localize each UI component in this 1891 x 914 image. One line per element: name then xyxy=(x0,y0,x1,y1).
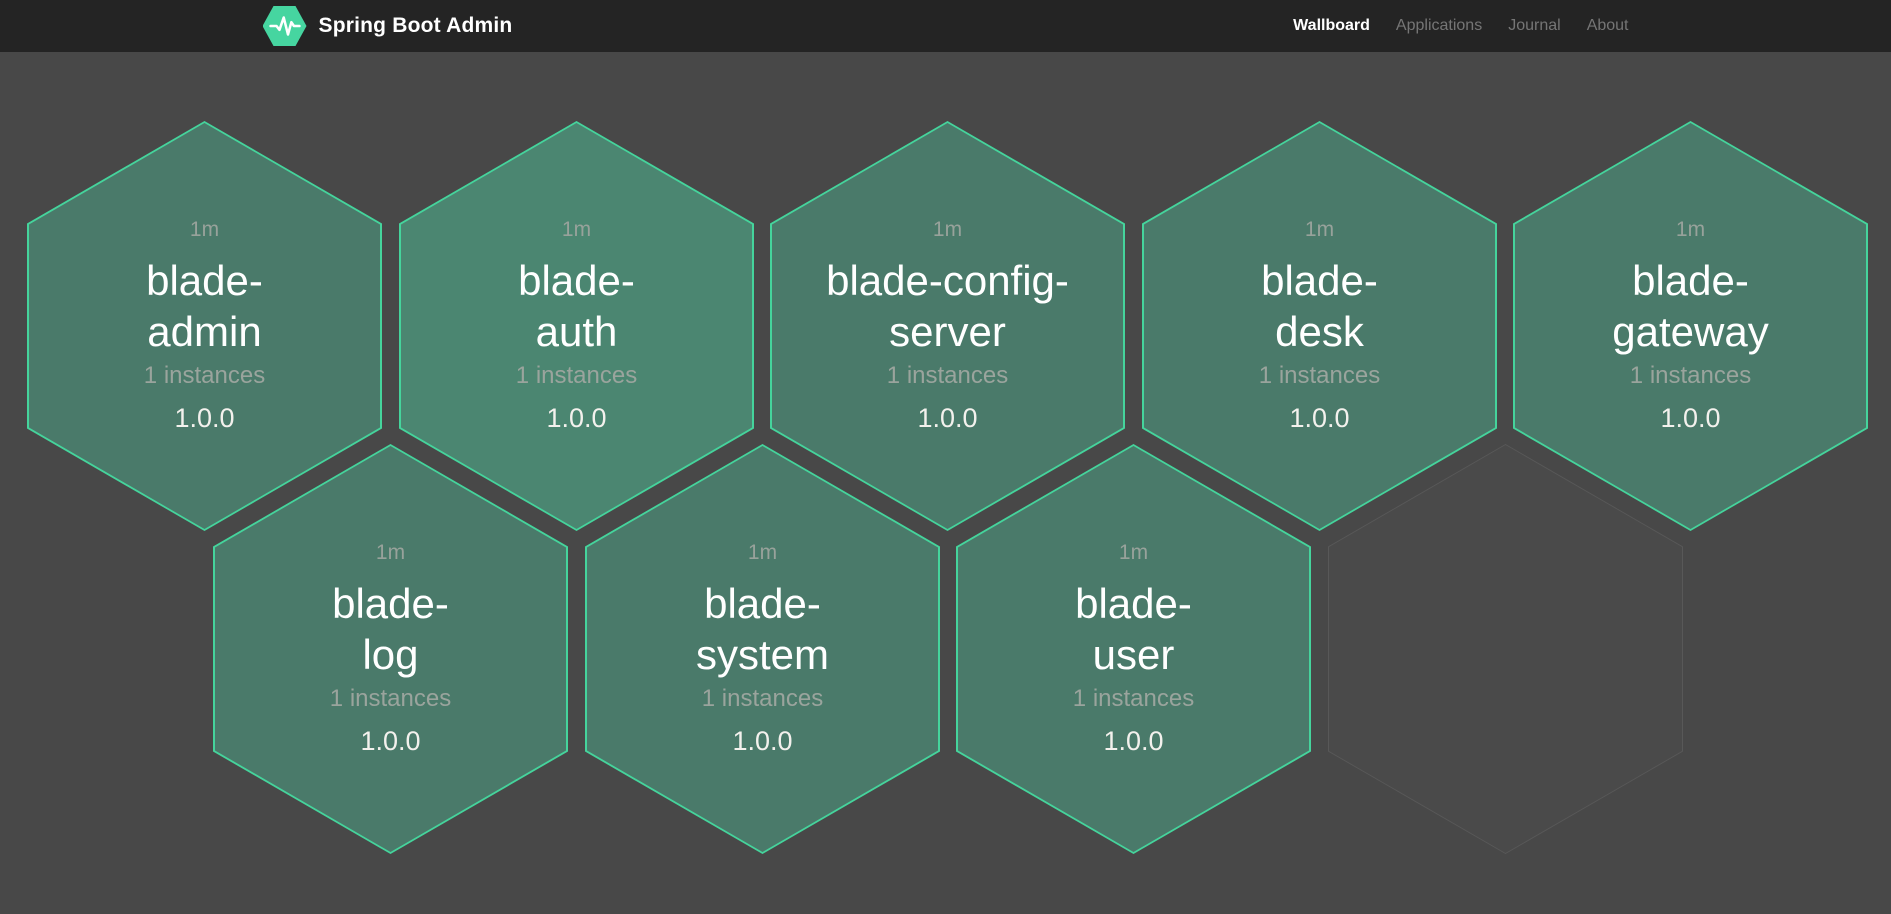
app-hexagon-blade-user[interactable]: 1m blade- user 1 instances 1.0.0 xyxy=(956,444,1311,854)
brand-link[interactable]: Spring Boot Admin xyxy=(262,6,513,46)
app-version: 1.0.0 xyxy=(1103,726,1164,756)
app-name-line: desk xyxy=(1275,308,1364,355)
app-uptime: 1m xyxy=(375,541,406,564)
app-uptime: 1m xyxy=(932,218,963,241)
app-name-line: blade- xyxy=(704,580,821,627)
app-instances: 1 instances xyxy=(143,362,266,389)
app-name-line: server xyxy=(889,308,1006,355)
nav-item-about[interactable]: About xyxy=(1586,17,1629,34)
app-instances: 1 instances xyxy=(1629,362,1752,389)
nav-item-applications[interactable]: Applications xyxy=(1395,17,1483,34)
top-navbar: Spring Boot Admin Wallboard Applications… xyxy=(0,0,1891,52)
app-name-line: blade- xyxy=(332,580,449,627)
brand-title: Spring Boot Admin xyxy=(318,14,513,37)
app-name-line: blade- xyxy=(1632,257,1749,304)
app-name-line: log xyxy=(362,631,419,678)
app-name-line: user xyxy=(1092,631,1175,678)
app-uptime: 1m xyxy=(189,218,220,241)
app-uptime: 1m xyxy=(561,218,592,241)
nav-menu: Wallboard Applications Journal About xyxy=(1293,17,1628,35)
app-name-line: blade- xyxy=(518,257,635,304)
wallboard: 1m blade- admin 1 instances 1.0.0 1m bla… xyxy=(0,52,1891,914)
app-name-line: gateway xyxy=(1612,308,1769,355)
app-uptime: 1m xyxy=(1118,541,1149,564)
app-version: 1.0.0 xyxy=(1660,403,1721,433)
app-name-line: auth xyxy=(535,308,618,355)
app-hexagon-blade-gateway[interactable]: 1m blade- gateway 1 instances 1.0.0 xyxy=(1513,121,1868,531)
app-hexagon-blade-log[interactable]: 1m blade- log 1 instances 1.0.0 xyxy=(213,444,568,854)
nav-item-wallboard[interactable]: Wallboard xyxy=(1293,17,1370,34)
app-hexagon-blade-config-server[interactable]: 1m blade-config- server 1 instances 1.0.… xyxy=(770,121,1125,531)
app-name-line: blade-config- xyxy=(826,257,1069,304)
app-hexagon-blade-system[interactable]: 1m blade- system 1 instances 1.0.0 xyxy=(585,444,940,854)
app-instances: 1 instances xyxy=(1072,685,1195,712)
empty-hexagon-placeholder xyxy=(1328,444,1683,854)
app-version: 1.0.0 xyxy=(360,726,421,756)
app-version: 1.0.0 xyxy=(546,403,607,433)
app-hexagon-blade-admin[interactable]: 1m blade- admin 1 instances 1.0.0 xyxy=(27,121,382,531)
spring-boot-admin-logo-icon xyxy=(262,6,307,46)
app-instances: 1 instances xyxy=(515,362,638,389)
app-hexagon-blade-auth[interactable]: 1m blade- auth 1 instances 1.0.0 xyxy=(399,121,754,531)
app-name-line: blade- xyxy=(1075,580,1192,627)
app-uptime: 1m xyxy=(1675,218,1706,241)
navbar-container: Spring Boot Admin Wallboard Applications… xyxy=(262,6,1629,46)
app-hexagon-blade-desk[interactable]: 1m blade- desk 1 instances 1.0.0 xyxy=(1142,121,1497,531)
nav-item-journal[interactable]: Journal xyxy=(1508,17,1561,34)
app-version: 1.0.0 xyxy=(732,726,793,756)
app-uptime: 1m xyxy=(1304,218,1335,241)
app-name-line: blade- xyxy=(146,257,263,304)
app-uptime: 1m xyxy=(747,541,778,564)
app-version: 1.0.0 xyxy=(917,403,978,433)
app-instances: 1 instances xyxy=(1258,362,1381,389)
app-version: 1.0.0 xyxy=(1289,403,1350,433)
app-instances: 1 instances xyxy=(886,362,1009,389)
app-name-line: blade- xyxy=(1261,257,1378,304)
app-instances: 1 instances xyxy=(701,685,824,712)
app-name-line: admin xyxy=(147,308,262,355)
app-instances: 1 instances xyxy=(329,685,452,712)
app-name-line: system xyxy=(695,631,829,678)
app-version: 1.0.0 xyxy=(174,403,235,433)
pulse-line-icon xyxy=(268,16,301,36)
